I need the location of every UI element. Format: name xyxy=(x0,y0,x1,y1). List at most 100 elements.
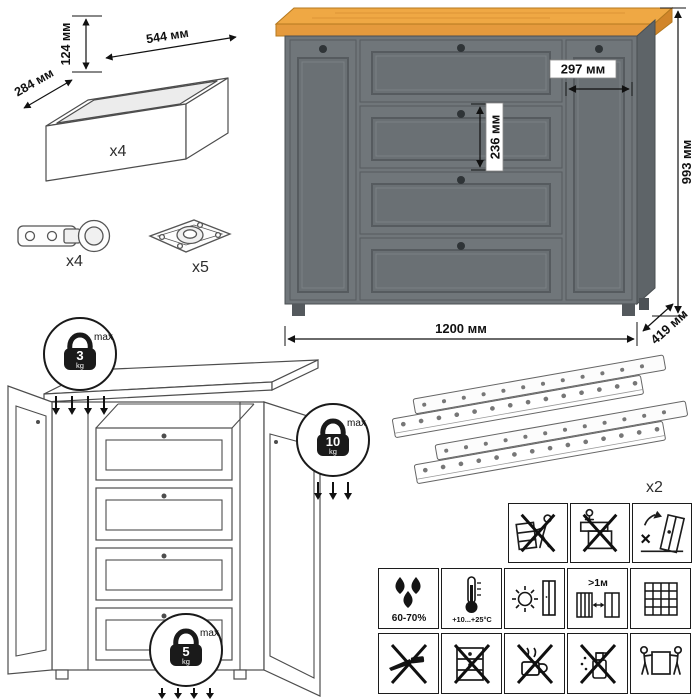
width-label: 1200 мм xyxy=(435,321,487,336)
drawer-slides-diagram: x2 xyxy=(391,354,688,496)
dresser-wood-top xyxy=(274,6,674,38)
open-dresser-sketch xyxy=(7,359,321,697)
svg-text:3: 3 xyxy=(76,348,83,363)
svg-text:max: max xyxy=(94,332,113,343)
dresser-drawer xyxy=(359,171,563,235)
load-badge-door-shelf: 10 kg max xyxy=(296,403,370,477)
load-arrows-door xyxy=(314,482,352,500)
carry-with-two-people-icon xyxy=(639,645,682,675)
humidity-icon: 60-70% xyxy=(391,576,426,624)
drawer-slide xyxy=(391,354,666,438)
care-sunlight xyxy=(504,568,565,629)
door-knob xyxy=(595,45,603,53)
drawer-box-diagram: x4 124 мм 544 мм 284 мм xyxy=(12,15,237,182)
drawer-knob xyxy=(457,44,465,52)
care-no-leaning xyxy=(441,633,502,694)
open-left-door xyxy=(7,385,53,675)
dresser-left-door xyxy=(289,39,357,301)
care-no-hot-objects xyxy=(504,633,565,694)
no-hot-objects-icon xyxy=(516,643,553,684)
dim-drawer-depth: 284 мм xyxy=(12,66,73,109)
svg-text:5: 5 xyxy=(182,644,189,659)
ventilation-grid-icon xyxy=(643,581,678,616)
svg-text:max: max xyxy=(200,628,219,639)
care-icons-row-1: 60-70% +10...+25°С xyxy=(378,568,691,629)
dresser-leg xyxy=(622,304,635,316)
care-humidity: 60-70% xyxy=(378,568,439,629)
svg-text:kg: kg xyxy=(76,361,84,370)
kettlebell-icon xyxy=(173,628,199,647)
transport-warning-icons xyxy=(508,503,692,563)
care-ventilation xyxy=(630,568,691,629)
hinge-icon xyxy=(17,219,111,253)
slides-count: x2 xyxy=(646,479,663,496)
no-leaning-icon xyxy=(453,643,490,684)
warning-tip-over xyxy=(632,503,692,563)
dim-drawer-width: 544 мм xyxy=(105,26,237,61)
heat-distance-icon: >1м xyxy=(575,577,620,618)
dresser-leg xyxy=(639,298,649,310)
dim-door-width: 297 мм xyxy=(549,59,633,96)
dresser-side-panel xyxy=(636,18,656,306)
care-temperature: +10...+25°С xyxy=(441,568,502,629)
svg-text:10: 10 xyxy=(326,434,340,449)
load-badge-drawer: 5 kg max xyxy=(149,613,223,687)
sketch-drawer-open xyxy=(95,403,255,481)
drawer-knob xyxy=(457,110,465,118)
care-carry-two-people xyxy=(630,633,691,694)
dresser-product-render: 993 мм 1200 мм 419 мм 297 мм xyxy=(274,6,694,347)
no-drag-icon xyxy=(515,513,556,553)
open-right-door xyxy=(263,401,321,697)
svg-text:kg: kg xyxy=(182,657,190,666)
load-capacity-diagram: 3 kg max 10 kg max xyxy=(7,317,370,699)
care-heat-distance: >1м xyxy=(567,568,628,629)
no-direct-sunlight-icon xyxy=(511,579,556,616)
warning-no-drag xyxy=(508,503,568,563)
tip-over-icon xyxy=(640,510,686,554)
humidity-value: 60-70% xyxy=(391,613,426,624)
dresser-drawer xyxy=(359,237,563,301)
dim-drawer-front-height: 236 мм xyxy=(471,102,504,172)
drawer-box-count: x4 xyxy=(110,143,127,160)
dresser-drawer xyxy=(359,39,563,103)
dresser-right-door xyxy=(565,39,633,301)
dresser-leg xyxy=(292,304,305,316)
hardware-diagram: x4 x5 xyxy=(17,219,232,276)
drawer-knob xyxy=(457,176,465,184)
dresser-drawer xyxy=(359,105,563,169)
door-width-label: 297 мм xyxy=(561,62,606,77)
dim-width: 1200 мм xyxy=(284,321,638,346)
height-label: 993 мм xyxy=(679,140,694,185)
mounting-plate-icon xyxy=(148,219,232,253)
sketch-drawer xyxy=(95,547,233,601)
door-knob xyxy=(319,45,327,53)
drawer-front-height-label: 236 мм xyxy=(488,115,503,160)
temperature-value: +10...+25°С xyxy=(452,615,492,624)
drawer-depth-label: 284 мм xyxy=(12,66,56,100)
depth-label: 419 мм xyxy=(647,306,690,347)
care-icons-row-2 xyxy=(378,633,691,694)
no-sharp-objects-icon xyxy=(388,643,427,684)
distance-value: >1м xyxy=(588,577,608,589)
svg-text:kg: kg xyxy=(329,447,337,456)
dim-drawer-height: 124 мм xyxy=(59,15,102,73)
drawer-width-label: 544 мм xyxy=(145,26,189,47)
warning-no-climb xyxy=(570,503,630,563)
drawer-box-sketch xyxy=(45,77,229,182)
load-badge-top-surface: 3 kg max xyxy=(43,317,117,391)
no-climb-icon xyxy=(579,508,618,553)
no-aggressive-chemicals-icon xyxy=(579,643,616,684)
care-no-chemicals xyxy=(567,633,628,694)
drawer-knob xyxy=(457,242,465,250)
drawer-height-label: 124 мм xyxy=(59,23,73,66)
temperature-icon: +10...+25°С xyxy=(452,575,492,624)
load-arrows-drawer xyxy=(158,688,214,699)
dim-depth: 419 мм xyxy=(642,303,691,347)
mounting-plate-count: x5 xyxy=(192,259,209,276)
kettlebell-icon xyxy=(67,332,93,351)
care-no-sharp-objects xyxy=(378,633,439,694)
sketch-drawer xyxy=(95,487,233,541)
drawer-slide xyxy=(413,400,688,484)
kettlebell-icon xyxy=(320,418,346,437)
